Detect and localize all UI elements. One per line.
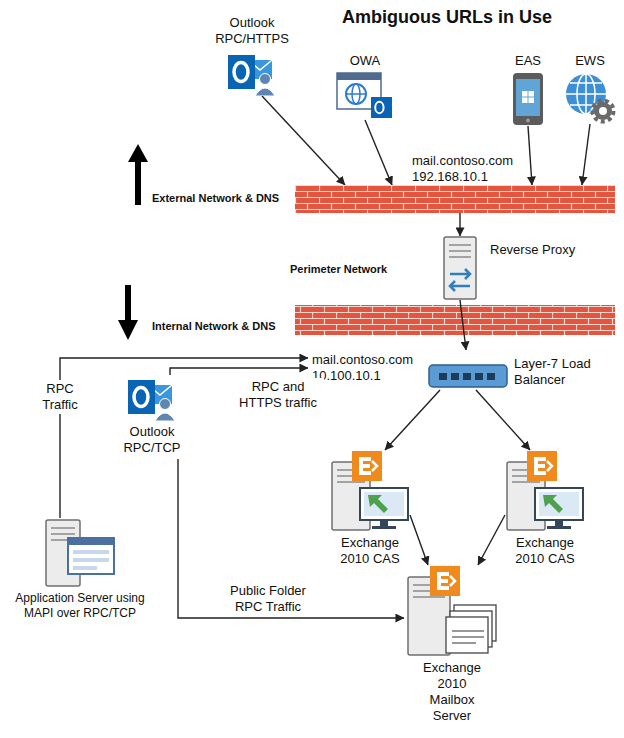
node-label: Exchange 2010 CAS — [335, 535, 405, 567]
proxy-node: Reverse Proxy — [438, 236, 575, 300]
down-arrow — [118, 285, 138, 340]
url-label: mail.contoso.com 10.100.10.1 — [312, 352, 424, 384]
mailbox-node: Exchange 2010 Mailbox Server — [404, 565, 500, 727]
node-label: EAS — [498, 53, 558, 69]
connector-arrow — [459, 213, 460, 236]
cas-node: Exchange 2010 CAS — [505, 450, 585, 570]
node-label: EWS — [562, 53, 618, 69]
connector-arrow — [528, 126, 532, 185]
external-firewall: mail.contoso.com 192.168.10.1 — [295, 185, 615, 213]
connector-arrow — [582, 124, 590, 185]
phone-icon — [512, 72, 544, 126]
connector-arrow — [170, 368, 308, 375]
client-node: OWA — [325, 50, 405, 120]
node-label: Exchange 2010 Mailbox Server — [421, 660, 483, 724]
exchange-icon — [505, 450, 585, 532]
node-label: Outlook RPC/TCP — [121, 424, 183, 456]
node-label: Application Server using MAPI over RPC/T… — [5, 591, 155, 621]
outlook-icon — [128, 375, 176, 421]
connector-arrow — [365, 120, 392, 185]
node-label: OWA — [325, 53, 405, 69]
connector-arrow — [262, 96, 345, 185]
url-label: mail.contoso.com 192.168.10.1 — [412, 153, 524, 185]
node-label: Exchange 2010 CAS — [510, 535, 580, 567]
node-label: Outlook RPC/HTTPS — [212, 15, 292, 47]
up-arrow — [128, 144, 148, 205]
connector-arrow — [385, 390, 440, 450]
cas-node: Exchange 2010 CAS — [330, 450, 410, 570]
exchange-icon — [404, 565, 500, 657]
exchange-icon — [330, 450, 410, 532]
connector-arrow — [460, 300, 466, 350]
client-node: Outlook RPC/HTTPS — [212, 12, 292, 96]
load-balancer-node: mail.contoso.com 10.100.10.1 Layer-7 Load… — [308, 350, 598, 390]
outlook-icon — [228, 50, 276, 96]
owa-icon — [336, 72, 394, 120]
brick-wall — [295, 185, 615, 213]
edge-label: RPC Traffic — [36, 380, 84, 414]
edge-label: Public Folder RPC Traffic — [222, 582, 314, 616]
node-label: Reverse Proxy — [490, 242, 575, 258]
server-icon — [44, 518, 116, 588]
connector-arrow — [410, 515, 428, 565]
app-server-node: Application Server using MAPI over RPC/T… — [5, 518, 155, 624]
internal-firewall — [295, 305, 615, 335]
connector-arrow — [476, 390, 530, 450]
node-label: Layer-7 Load Balancer — [514, 356, 598, 388]
edge-label: RPC and HTTPS traffic — [232, 378, 324, 412]
connector-arrow — [478, 515, 505, 565]
client-node: Outlook RPC/TCP — [121, 375, 183, 459]
server-icon — [438, 236, 482, 300]
client-node: EWS — [562, 50, 618, 124]
client-node: EAS — [498, 50, 558, 126]
globe-icon — [564, 72, 616, 124]
load-balancer-icon — [428, 364, 508, 390]
connector-arrow — [178, 459, 404, 618]
